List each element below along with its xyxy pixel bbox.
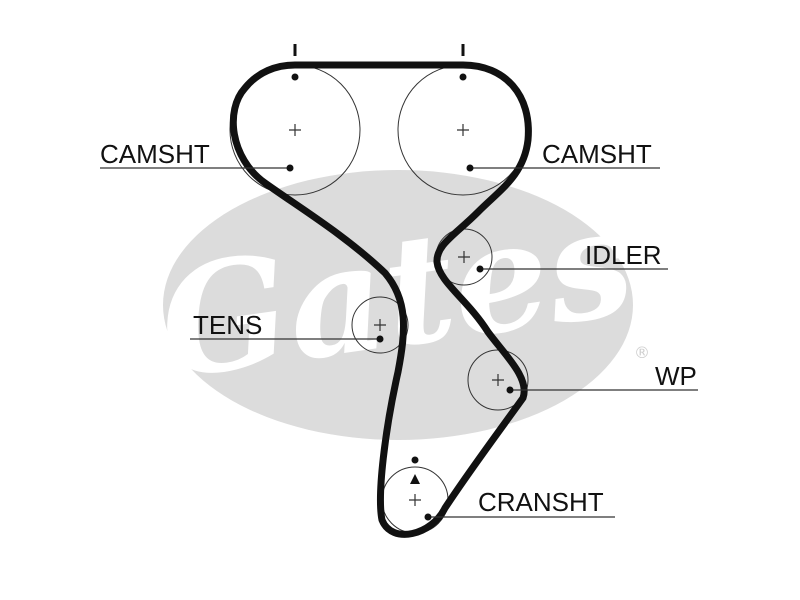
label-camshaft-right: CAMSHT [542,139,652,169]
leader-dot-tensioner [376,335,384,343]
water-pump-center [492,374,504,386]
timing-marks [291,44,467,484]
pulley-centers [289,124,504,506]
timing-belt [229,61,532,538]
label-idler: IDLER [585,240,662,270]
leader-dot-camshaft-right [466,164,474,172]
leader-dot-camshaft-left [286,164,294,172]
camshaft-left-center [289,124,301,136]
label-camshaft-left: CAMSHT [100,139,210,169]
timing-dot-camshaft-left [291,73,299,81]
tensioner-pulley [351,296,409,354]
leader-dot-idler [476,265,484,273]
timing-dot-camshaft-right [459,73,467,81]
labels: CAMSHT CAMSHT IDLER TENS WP CRANSHT [100,139,697,517]
leader-lines [100,164,698,521]
leader-dot-crankshaft [424,513,432,521]
leader-dot-water-pump [506,386,514,394]
label-crankshaft: CRANSHT [478,487,604,517]
crankshaft-center [409,494,421,506]
tensioner-center [374,319,386,331]
label-water-pump: WP [655,361,697,391]
watermark-registered-mark: ® [634,343,650,362]
idler-center [458,251,470,263]
label-tensioner: TENS [193,310,262,340]
timing-arrow-crankshaft [410,474,420,484]
camshaft-right-center [457,124,469,136]
timing-dot-crankshaft [411,456,419,464]
